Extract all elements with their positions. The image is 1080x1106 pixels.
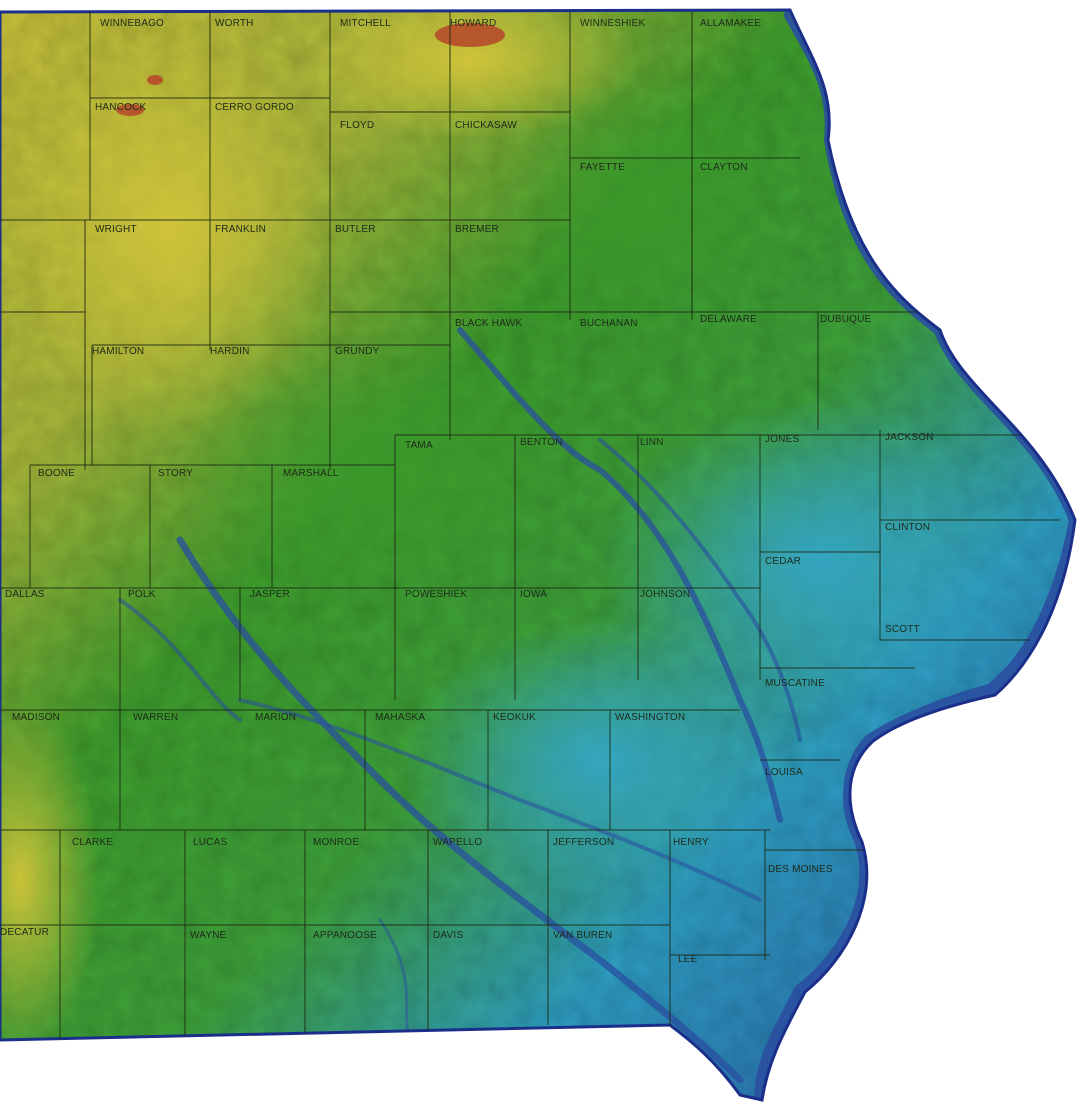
county-label-dubuque: DUBUQUE bbox=[820, 314, 872, 325]
county-label-chickasaw: CHICKASAW bbox=[455, 120, 517, 131]
skunk-river bbox=[238, 698, 762, 902]
county-label-butler: BUTLER bbox=[335, 224, 376, 235]
county-label-buchanan: BUCHANAN bbox=[580, 318, 638, 329]
county-label-clayton: CLAYTON bbox=[700, 162, 748, 173]
county-label-clarke: CLARKE bbox=[72, 837, 113, 848]
county-label-cerro-gordo: CERRO GORDO bbox=[215, 102, 294, 113]
peak-highlights bbox=[116, 23, 505, 116]
county-label-madison: MADISON bbox=[12, 712, 60, 723]
county-label-scott: SCOTT bbox=[885, 624, 920, 635]
county-label-wright: WRIGHT bbox=[95, 224, 137, 235]
raccoon-river bbox=[118, 598, 242, 722]
county-label-van-buren: VAN BUREN bbox=[553, 930, 612, 941]
county-label-bremer: BREMER bbox=[455, 224, 499, 235]
county-label-floyd: FLOYD bbox=[340, 120, 374, 131]
county-label-clinton: CLINTON bbox=[885, 522, 930, 533]
county-label-winnebago: WINNEBAGO bbox=[100, 18, 164, 29]
cedar-river bbox=[598, 438, 802, 742]
iowa-river bbox=[457, 327, 783, 823]
county-label-dallas: DALLAS bbox=[5, 589, 45, 600]
county-label-mitchell: MITCHELL bbox=[340, 18, 391, 29]
county-label-louisa: LOUISA bbox=[765, 767, 803, 778]
county-label-jasper: JASPER bbox=[250, 589, 290, 600]
county-label-wayne: WAYNE bbox=[190, 930, 227, 941]
county-label-polk: POLK bbox=[128, 589, 156, 600]
county-label-allamakee: ALLAMAKEE bbox=[700, 18, 761, 29]
county-label-jackson: JACKSON bbox=[885, 432, 934, 443]
county-label-grundy: GRUNDY bbox=[335, 346, 380, 357]
county-label-lee: LEE bbox=[678, 954, 698, 965]
county-label-hancock: HANCOCK bbox=[95, 102, 147, 113]
county-label-fayette: FAYETTE bbox=[580, 162, 625, 173]
county-label-warren: WARREN bbox=[133, 712, 178, 723]
county-label-story: STORY bbox=[158, 468, 193, 479]
county-label-washington: WASHINGTON bbox=[615, 712, 685, 723]
county-label-cedar: CEDAR bbox=[765, 556, 801, 567]
county-label-des-moines: DES MOINES bbox=[768, 864, 833, 875]
county-label-appanoose: APPANOOSE bbox=[313, 930, 377, 941]
county-boundaries bbox=[0, 12, 1075, 1040]
county-label-howard: HOWARD bbox=[450, 18, 496, 29]
county-label-delaware: DELAWARE bbox=[700, 314, 757, 325]
county-label-hamilton: HAMILTON bbox=[92, 346, 144, 357]
county-label-poweshiek: POWESHIEK bbox=[405, 589, 467, 600]
county-label-linn: LINN bbox=[640, 437, 664, 448]
county-label-jefferson: JEFFERSON bbox=[553, 837, 614, 848]
state-outline bbox=[0, 8, 1077, 1102]
county-label-worth: WORTH bbox=[215, 18, 254, 29]
county-label-marshall: MARSHALL bbox=[283, 468, 339, 479]
county-label-lucas: LUCAS bbox=[193, 837, 227, 848]
county-label-marion: MARION bbox=[255, 712, 296, 723]
county-label-winneshiek: WINNESHIEK bbox=[580, 18, 645, 29]
county-label-hardin: HARDIN bbox=[210, 346, 250, 357]
county-label-boone: BOONE bbox=[38, 468, 75, 479]
county-label-benton: BENTON bbox=[520, 437, 563, 448]
county-label-iowa: IOWA bbox=[520, 589, 547, 600]
county-label-keokuk: KEOKUK bbox=[493, 712, 536, 723]
county-label-davis: DAVIS bbox=[433, 930, 463, 941]
county-label-monroe: MONROE bbox=[313, 837, 359, 848]
county-labels: WINNEBAGO WORTH MITCHELL HOWARD WINNESHIEK AL… bbox=[0, 18, 934, 965]
county-label-mahaska: MAHASKA bbox=[375, 712, 425, 723]
county-label-black-hawk: BLACK HAWK bbox=[455, 318, 522, 329]
county-label-muscatine: MUSCATINE bbox=[765, 678, 825, 689]
county-label-franklin: FRANKLIN bbox=[215, 224, 266, 235]
county-label-henry: HENRY bbox=[673, 837, 709, 848]
county-label-jones: JONES bbox=[765, 434, 799, 445]
county-label-wapello: WAPELLO bbox=[433, 837, 482, 848]
county-label-johnson: JOHNSON bbox=[640, 589, 690, 600]
des-moines-river bbox=[176, 536, 744, 1084]
county-label-decatur: DECATUR bbox=[0, 927, 49, 938]
county-label-tama: TAMA bbox=[405, 440, 433, 451]
